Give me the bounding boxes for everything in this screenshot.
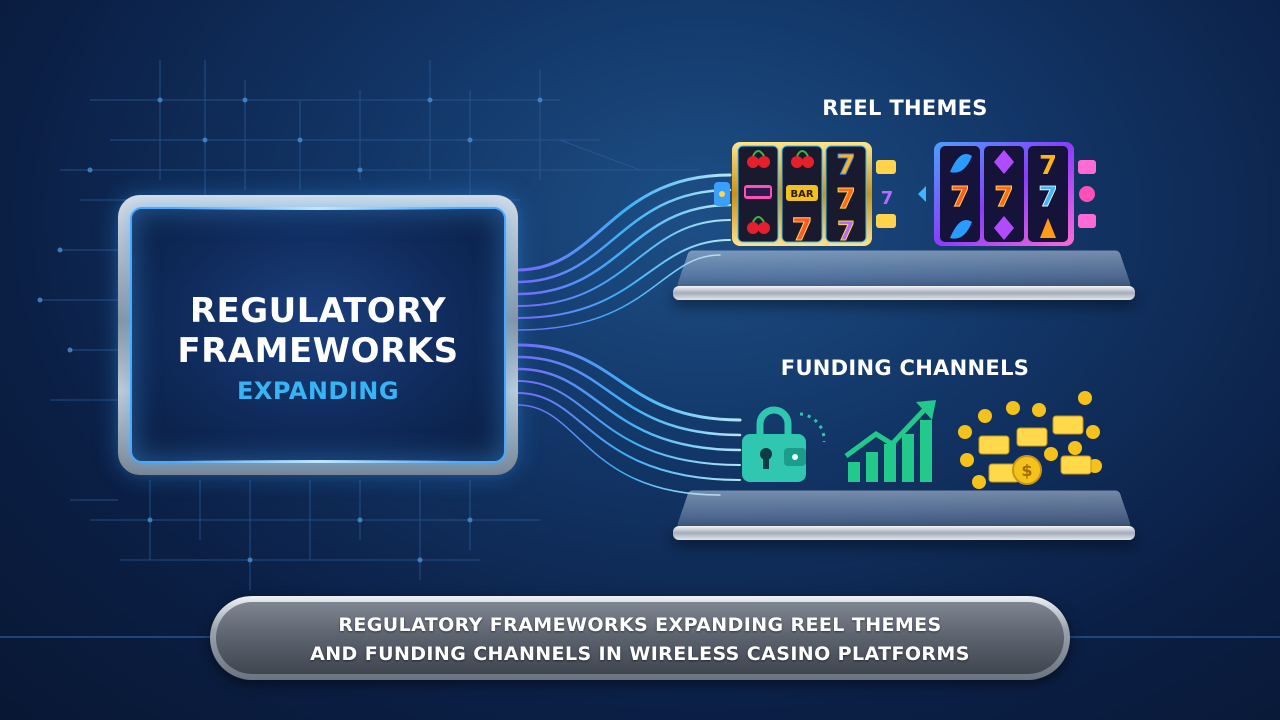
main-panel-screen: REGULATORY FRAMEWORKS EXPANDING: [130, 207, 506, 463]
cherry-icon: [747, 216, 770, 234]
seven-label: 7: [836, 148, 855, 181]
svg-text:$: $: [1021, 461, 1032, 480]
bar-icon: [744, 185, 772, 199]
bottom-banner-inner: REGULATORY FRAMEWORKS EXPANDING REEL THE…: [216, 602, 1064, 674]
cherry-icon: [747, 150, 770, 168]
leaf-icon: [950, 154, 972, 173]
seven-label: 7: [1039, 151, 1057, 181]
wallet-lock-icon: [742, 406, 826, 482]
seven-icon: 7: [836, 217, 855, 248]
gem-icon: [1040, 218, 1056, 238]
seven-icon: 7: [994, 180, 1014, 214]
seven-icon: 7: [791, 213, 813, 249]
bottom-banner: REGULATORY FRAMEWORKS EXPANDING REEL THE…: [210, 596, 1070, 680]
seven-label: 7: [837, 217, 855, 247]
main-subtitle: EXPANDING: [236, 377, 400, 405]
seven-icon: 7: [1038, 180, 1058, 214]
seven-icon: 7: [836, 148, 856, 182]
reel-themes-platform: [673, 248, 1135, 304]
leaf-icon: [950, 220, 972, 239]
seven-label: 7: [836, 182, 855, 215]
banner-line2: AND FUNDING CHANNELS IN WIRELESS CASINO …: [310, 643, 970, 665]
seven-label: 7: [881, 188, 894, 209]
coins-cards-icon: $: [958, 391, 1102, 489]
slot-machine-classic: BAR 7 7 7 7 7: [714, 142, 896, 249]
bar-icon: BAR: [786, 185, 818, 201]
growth-chart-icon: [844, 400, 936, 482]
seven-label: 7: [1038, 180, 1057, 213]
main-panel: REGULATORY FRAMEWORKS EXPANDING: [118, 195, 518, 475]
bar-label: BAR: [790, 189, 813, 200]
banner-line1: REGULATORY FRAMEWORKS EXPANDING REEL THE…: [338, 614, 942, 636]
diamond-icon: [994, 216, 1014, 240]
seven-label: 7: [792, 213, 813, 248]
seven-label: 7: [994, 180, 1013, 213]
main-title: REGULATORY FRAMEWORKS: [132, 291, 504, 371]
main-title-line1: REGULATORY: [189, 291, 447, 331]
seven-icon: 7: [836, 182, 856, 216]
diamond-icon: [994, 150, 1014, 174]
seven-icon: 7: [950, 180, 970, 214]
seven-icon: 7: [1039, 151, 1057, 181]
reel-themes-heading: REEL THEMES: [822, 96, 988, 120]
slot-machine-neon: 7 7 7 7: [918, 142, 1096, 246]
funding-channels-heading: FUNDING CHANNELS: [780, 356, 1030, 380]
seven-label: 7: [950, 180, 969, 213]
funding-channels-platform: [673, 488, 1135, 544]
cherry-icon: [791, 150, 814, 168]
main-title-line2: FRAMEWORKS: [177, 331, 459, 371]
